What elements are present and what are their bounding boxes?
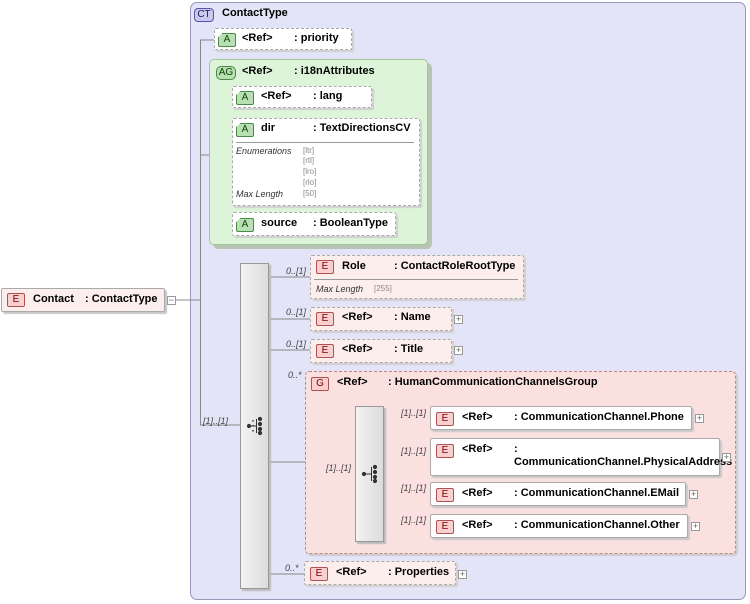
max-length-label: Max Length bbox=[316, 284, 364, 294]
attribute-badge: A bbox=[236, 218, 254, 232]
physical-cardinality: [1]..[1] bbox=[401, 446, 427, 456]
enum-value: [ltr] bbox=[303, 146, 315, 155]
element-badge: E bbox=[436, 444, 454, 458]
element-badge: E bbox=[316, 312, 334, 326]
attribute-badge: A bbox=[218, 33, 236, 47]
title-cardinality: 0..[1] bbox=[286, 339, 307, 349]
attribute-dir-type: : TextDirectionsCV bbox=[313, 122, 411, 134]
element-badge: E bbox=[436, 488, 454, 502]
attribute-lang-box[interactable] bbox=[232, 86, 372, 108]
expand-toggle[interactable]: + bbox=[695, 413, 704, 423]
element-physical-address-box[interactable] bbox=[430, 438, 720, 476]
max-length-label: Max Length bbox=[236, 189, 284, 199]
element-properties-name: <Ref> bbox=[336, 566, 367, 578]
element-physical-address-name: <Ref> bbox=[462, 443, 493, 455]
role-cardinality: 0..[1] bbox=[286, 266, 307, 276]
complex-type-badge: CT bbox=[194, 8, 214, 22]
element-title-type: : Title bbox=[394, 343, 424, 355]
element-properties-box[interactable] bbox=[304, 561, 456, 585]
attribute-source-box[interactable] bbox=[232, 212, 396, 236]
expand-toggle[interactable]: + bbox=[691, 521, 700, 531]
enum-value: [rlo] bbox=[303, 178, 317, 187]
attribute-group-type: : i18nAttributes bbox=[294, 65, 375, 77]
element-other-type: : CommunicationChannel.Other bbox=[514, 519, 680, 531]
complex-type-name: ContactType bbox=[222, 7, 288, 19]
element-badge: E bbox=[436, 520, 454, 534]
phone-cardinality: [1]..[1] bbox=[401, 408, 427, 418]
element-title-name: <Ref> bbox=[342, 343, 373, 355]
expand-toggle[interactable]: + bbox=[454, 345, 463, 355]
element-other-name: <Ref> bbox=[462, 519, 493, 531]
email-cardinality: [1]..[1] bbox=[401, 483, 427, 493]
attribute-source-type: : BooleanType bbox=[313, 217, 388, 229]
sequence-cardinality: [1]..[1] bbox=[203, 416, 229, 426]
element-email-name: <Ref> bbox=[462, 487, 493, 499]
other-cardinality: [1]..[1] bbox=[401, 515, 427, 525]
expand-toggle[interactable]: + bbox=[458, 569, 467, 579]
element-phone-type: : CommunicationChannel.Phone bbox=[514, 411, 684, 423]
element-name-name: <Ref> bbox=[342, 311, 373, 323]
group-cardinality: 0..* bbox=[288, 370, 302, 380]
element-email-box[interactable] bbox=[430, 482, 686, 506]
max-length-value: [255] bbox=[374, 284, 392, 293]
name-cardinality: 0..[1] bbox=[286, 307, 307, 317]
attribute-lang-name: <Ref> bbox=[261, 90, 292, 102]
attribute-badge: A bbox=[236, 123, 254, 137]
group-name: <Ref> bbox=[337, 376, 368, 388]
attribute-priority-box[interactable] bbox=[214, 28, 352, 50]
root-element-type: : ContactType bbox=[85, 293, 158, 305]
element-name-type: : Name bbox=[394, 311, 431, 323]
element-role-name: Role bbox=[342, 260, 366, 272]
element-physical-address-type: : CommunicationChannel.PhysicalAddress bbox=[514, 443, 733, 468]
properties-cardinality: 0..* bbox=[285, 563, 299, 573]
max-length-value: [50] bbox=[303, 189, 317, 198]
element-properties-type: : Properties bbox=[388, 566, 450, 578]
inner-sequence-cardinality: [1]..[1] bbox=[326, 463, 352, 473]
facet-separator bbox=[314, 279, 518, 280]
element-role-box[interactable] bbox=[310, 255, 524, 299]
attribute-dir-name: dir bbox=[261, 122, 276, 134]
attribute-dir-box[interactable] bbox=[232, 118, 420, 206]
enumerations-label: Enumerations bbox=[236, 146, 292, 156]
enum-value: [rtl] bbox=[303, 156, 315, 165]
attribute-source-name: source bbox=[261, 217, 298, 229]
root-element-box[interactable] bbox=[1, 288, 165, 312]
element-badge: E bbox=[316, 260, 334, 274]
attribute-group-name: <Ref> bbox=[242, 65, 273, 77]
group-type: : HumanCommunicationChannelsGroup bbox=[388, 376, 598, 388]
element-other-box[interactable] bbox=[430, 514, 688, 538]
root-element-name: Contact bbox=[33, 293, 74, 305]
element-badge: E bbox=[316, 344, 334, 358]
element-badge: E bbox=[436, 412, 454, 426]
element-badge: E bbox=[310, 567, 328, 581]
enum-value: [lro] bbox=[303, 167, 317, 176]
attribute-priority-type: : priority bbox=[294, 32, 339, 44]
expand-toggle[interactable]: + bbox=[722, 452, 731, 462]
element-role-type: : ContactRoleRootType bbox=[394, 260, 516, 272]
element-email-type: : CommunicationChannel.EMail bbox=[514, 487, 680, 499]
element-phone-name: <Ref> bbox=[462, 411, 493, 423]
attribute-priority-name: <Ref> bbox=[242, 32, 273, 44]
facet-separator bbox=[236, 142, 414, 143]
element-phone-box[interactable] bbox=[430, 406, 692, 430]
attribute-lang-type: : lang bbox=[313, 90, 343, 102]
attribute-group-badge: AG bbox=[216, 66, 236, 80]
group-badge: G bbox=[311, 377, 329, 391]
attribute-badge: A bbox=[236, 91, 254, 105]
collapse-toggle[interactable]: − bbox=[167, 295, 176, 305]
expand-toggle[interactable]: + bbox=[689, 489, 698, 499]
sequence-compositor[interactable] bbox=[240, 263, 269, 589]
element-badge: E bbox=[7, 293, 25, 307]
expand-toggle[interactable]: + bbox=[454, 314, 463, 324]
